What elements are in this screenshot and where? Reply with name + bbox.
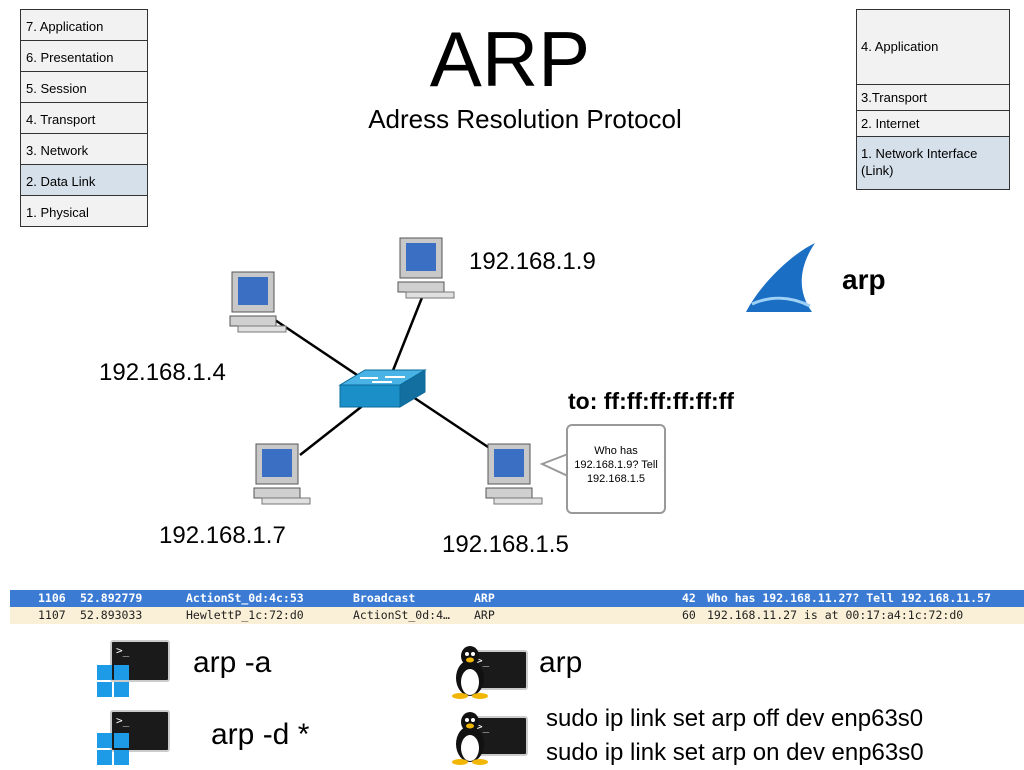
packet-info: 192.168.11.27 is at 00:17:a4:1c:72:d0: [707, 608, 964, 622]
link-left-host: [274, 318, 373, 387]
packet-source: ActionSt_0d:4c:53: [186, 591, 304, 605]
computer-icon-bottom-left: [253, 443, 311, 505]
osi-layer-2-highlighted: 2. Data Link: [20, 164, 148, 196]
packet-protocol: ARP: [474, 591, 495, 605]
windows-terminal-icon: >_: [96, 710, 170, 768]
packet-length: 60: [682, 608, 696, 622]
tcpip-layer-internet: 2. Internet: [856, 110, 1010, 137]
linux-command-arp-off: sudo ip link set arp off dev enp63s0: [546, 705, 924, 732]
windows-command-arp-d: arp -d *: [211, 718, 310, 751]
packet-number: 1106: [38, 591, 66, 605]
tcpip-layer-application: 4. Application: [856, 9, 1010, 85]
packet-info: Who has 192.168.11.27? Tell 192.168.11.5…: [707, 591, 991, 605]
packet-row-selected[interactable]: 1106 52.892779 ActionSt_0d:4c:53 Broadca…: [10, 590, 1024, 607]
packet-destination: ActionSt_0d:4…: [353, 608, 450, 622]
switch-icon: [338, 369, 427, 408]
network-diagram: [229, 237, 815, 505]
packet-length: 42: [682, 591, 696, 605]
linux-command-arp: arp: [539, 646, 583, 679]
windows-terminal-icon: >_: [96, 640, 170, 700]
host-label-bottom-right: 192.168.1.5: [442, 531, 569, 558]
windows-command-arp-a: arp -a: [193, 646, 272, 679]
packet-time: 52.892779: [80, 591, 143, 605]
osi-layer-5: 5. Session: [20, 71, 148, 103]
link-bottom-left-host: [299, 399, 371, 456]
tcpip-model-stack: 4. Application 3.Transport 2. Internet 1…: [856, 9, 1010, 190]
host-label-left: 192.168.1.4: [99, 359, 226, 386]
packet-source: HewlettP_1c:72:d0: [186, 608, 304, 622]
packet-number: 1107: [38, 608, 66, 622]
arp-request-speech-bubble: Who has 192.168.1.9? Tell 192.168.1.5: [566, 424, 666, 514]
windows-logo-icon: [97, 733, 129, 765]
computer-icon-bottom-right: [485, 443, 543, 505]
tux-penguin-icon: [452, 712, 488, 765]
terminal-window-icon: >_: [110, 640, 170, 682]
computer-icon-top: [397, 237, 455, 299]
linux-terminal-icon: >_: [448, 710, 528, 766]
tux-penguin-icon: [452, 646, 488, 699]
osi-layer-7: 7. Application: [20, 9, 148, 41]
wireshark-fin-icon: [746, 243, 815, 312]
packet-destination: Broadcast: [353, 591, 416, 605]
linux-terminal-icon: >_: [448, 644, 528, 700]
windows-logo-icon: [97, 665, 129, 697]
network-links: [274, 289, 501, 457]
packet-protocol: ARP: [474, 608, 495, 622]
host-label-bottom-left: 192.168.1.7: [159, 522, 286, 549]
page-subtitle: Adress Resolution Protocol: [368, 104, 682, 134]
broadcast-destination-label: to: ff:ff:ff:ff:ff:ff: [568, 388, 734, 414]
osi-layer-1: 1. Physical: [20, 195, 148, 227]
packet-time: 52.893033: [80, 608, 143, 622]
host-label-top: 192.168.1.9: [469, 248, 596, 275]
link-bottom-right-host: [409, 393, 501, 457]
wireshark-filter-label: arp: [842, 264, 886, 295]
page-title: ARP: [429, 15, 591, 103]
tcpip-layer-network-interface-highlighted: 1. Network Interface (Link): [856, 136, 1010, 190]
osi-layer-3: 3. Network: [20, 133, 148, 165]
computer-icon-left: [229, 271, 287, 333]
osi-model-stack: 7. Application 6. Presentation 5. Sessio…: [20, 9, 148, 227]
linux-command-arp-on: sudo ip link set arp on dev enp63s0: [546, 739, 924, 766]
packet-row[interactable]: 1107 52.893033 HewlettP_1c:72:d0 ActionS…: [10, 607, 1024, 624]
link-top-host: [388, 289, 427, 379]
